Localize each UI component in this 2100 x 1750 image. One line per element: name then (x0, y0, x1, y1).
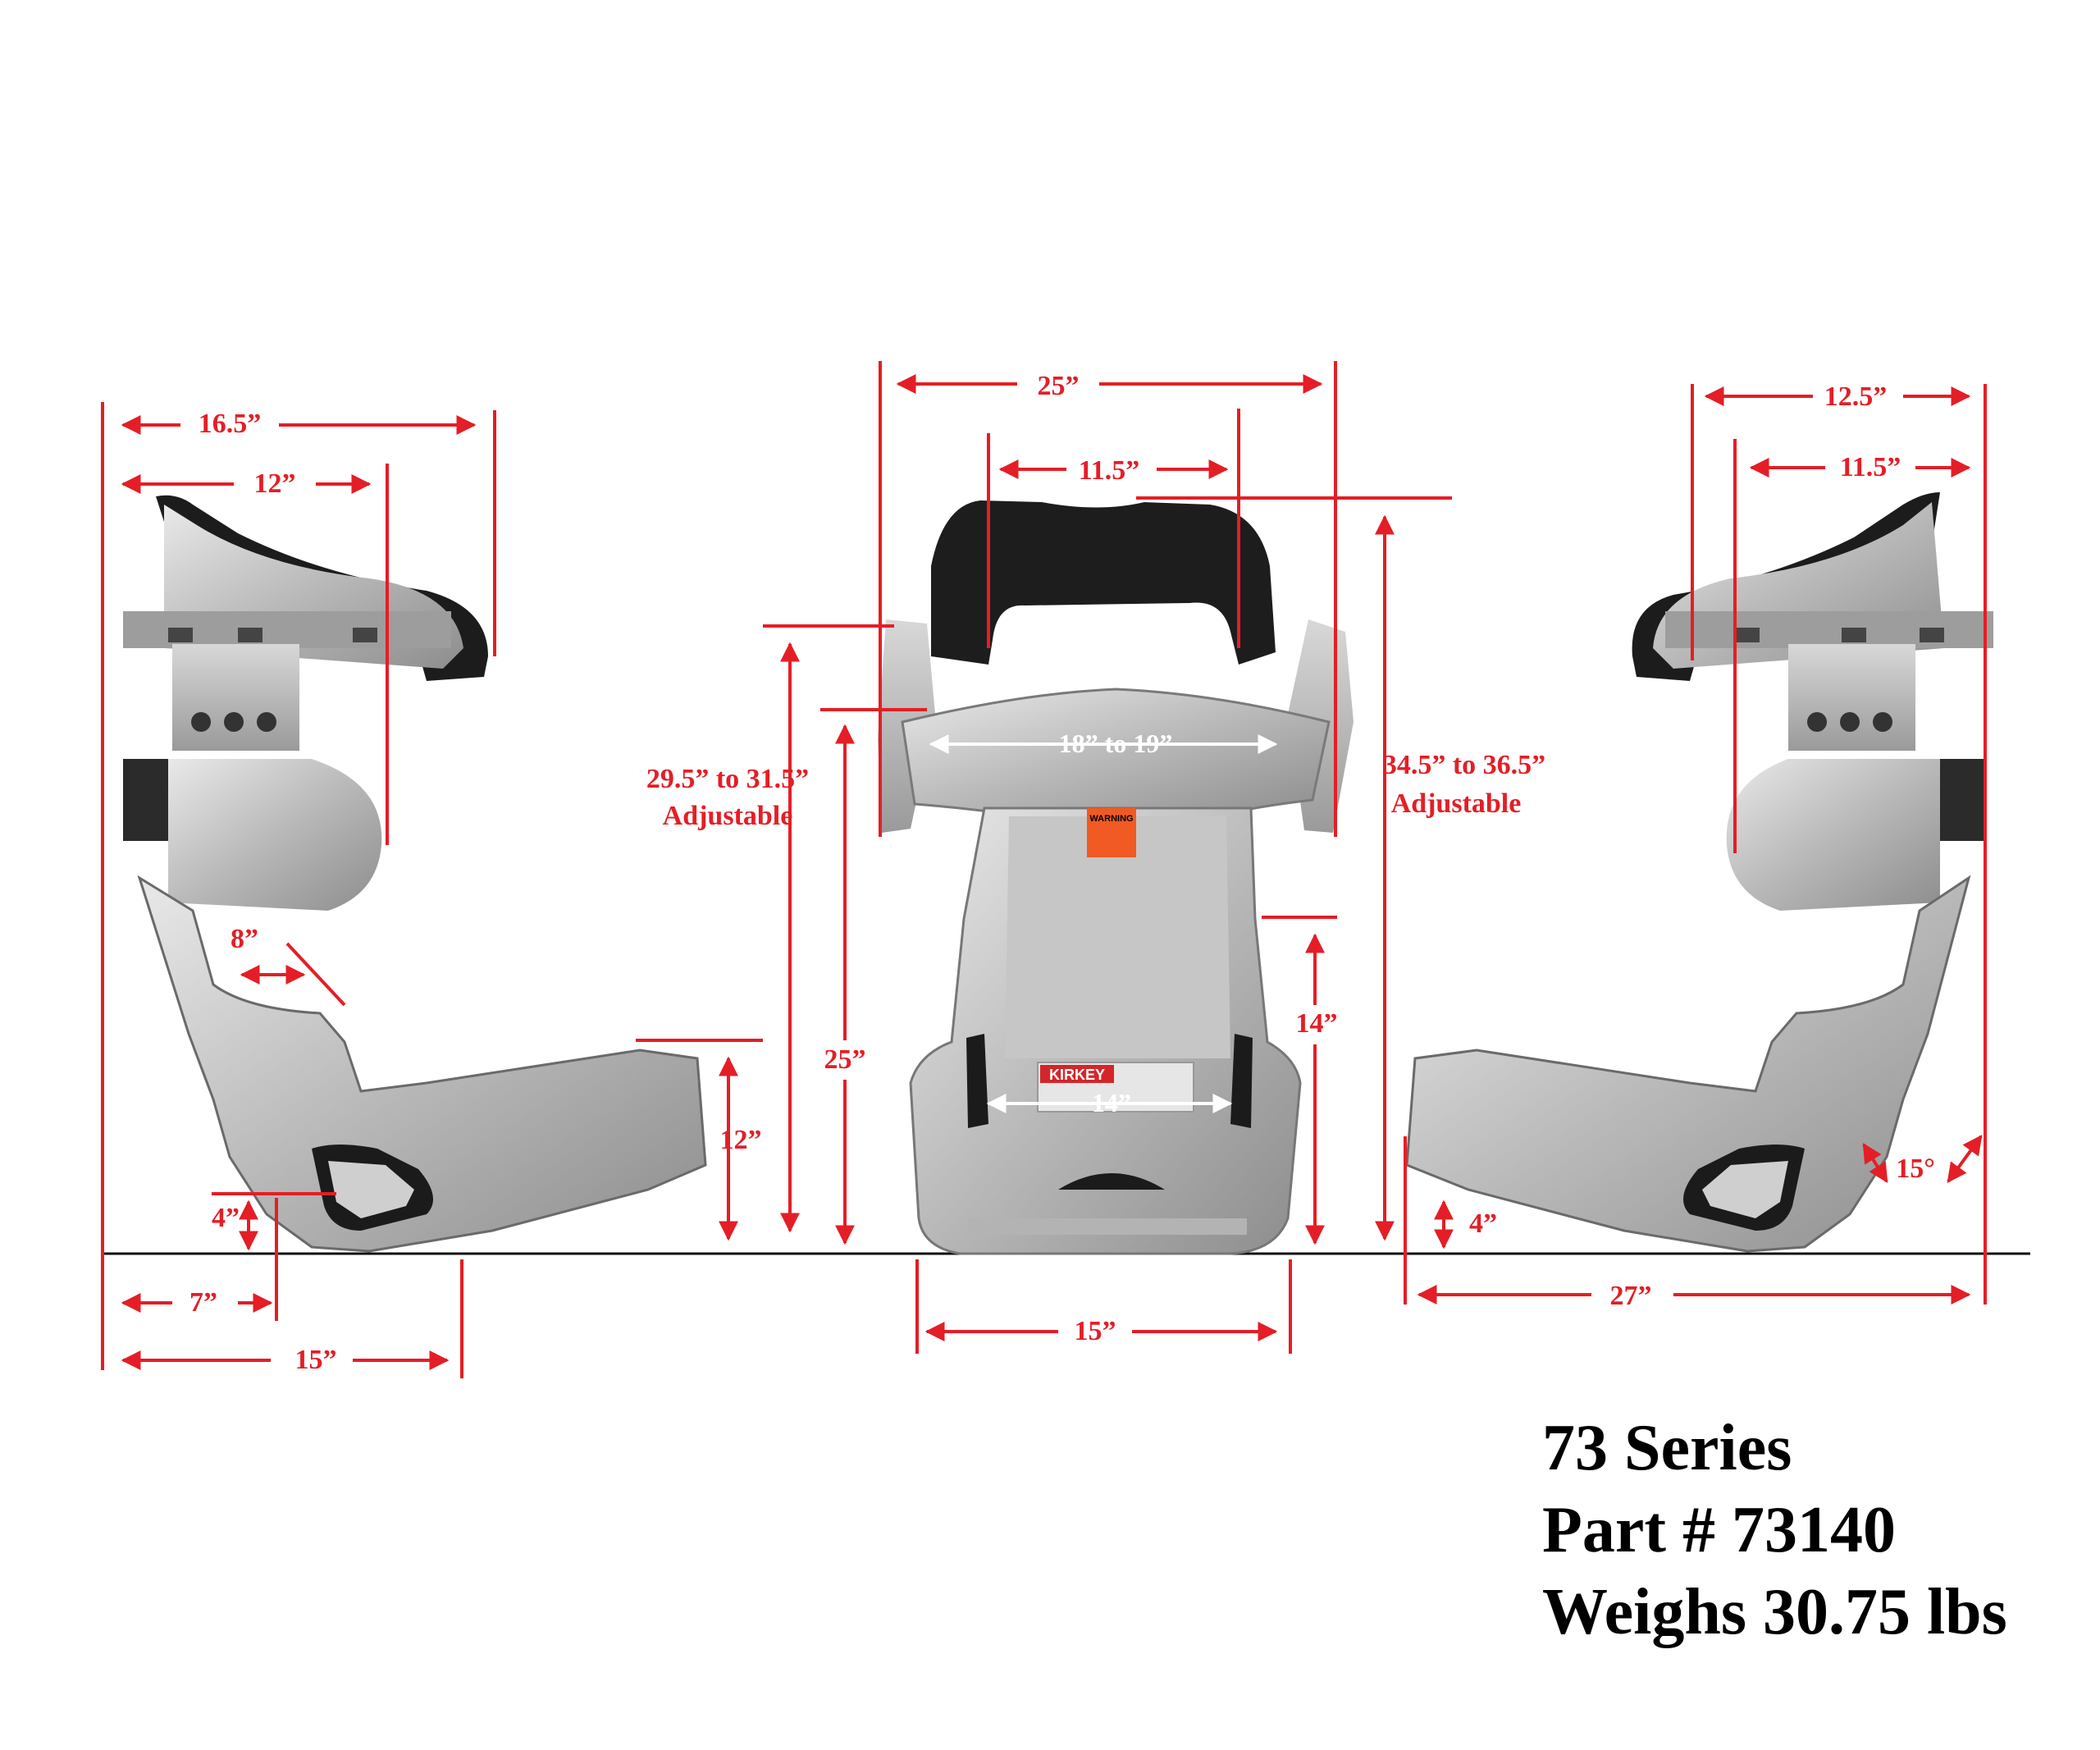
right-shoulder-support (1726, 759, 1940, 911)
right-recline-angle-label: 15° (1896, 1154, 1935, 1184)
front-side-height-label: 14” (1296, 1008, 1338, 1039)
left-side-seat (123, 495, 707, 1253)
front-warning-label (1087, 808, 1136, 857)
front-shoulder-height-label: 29.5” to 31.5” (646, 764, 809, 794)
front-back-height-label: 25” (824, 1044, 866, 1075)
front-warning-text: WARNING (1089, 814, 1133, 824)
front-shoulder-height-adjustable: Adjustable (663, 801, 793, 831)
right-lower-height-label: 4” (1469, 1209, 1497, 1239)
front-brand-text: KIRKEY (1049, 1067, 1105, 1083)
left-shoulder-support (168, 759, 382, 911)
left-head-width-label: 12” (254, 468, 296, 499)
right-top-width-label: 12.5” (1824, 382, 1888, 412)
part-number: Part # 73140 (1542, 1494, 1897, 1566)
left-top-width-label: 16.5” (199, 409, 262, 439)
left-dimensions: 16.5” 12” 8” 12” 4” 7” 15” (101, 402, 763, 1380)
front-base-width-label: 15” (1075, 1316, 1116, 1346)
front-top-height-adjustable: Adjustable (1391, 788, 1522, 819)
front-head-foam (931, 500, 1276, 665)
front-head-opening-label: 11.5” (1079, 455, 1140, 486)
front-seat: WARNING KIRKEY (878, 500, 1354, 1255)
left-bracket (172, 644, 299, 751)
front-overall-width-label: 25” (1038, 371, 1080, 401)
left-front-offset-label: 7” (189, 1287, 217, 1318)
right-seat-shell (1405, 875, 1971, 1253)
front-bottom-slot (1058, 1173, 1165, 1190)
left-seat-front-height-label: 12” (720, 1125, 762, 1155)
right-dimensions: 12.5” 11.5” 15° 4” 27” (1404, 377, 1987, 1315)
front-left-slot (966, 1034, 988, 1128)
right-bracket (1788, 644, 1915, 751)
right-overall-length-label: 27” (1610, 1281, 1652, 1311)
front-right-slot (1230, 1034, 1253, 1128)
weight-text: Weighs 30.75 lbs (1542, 1576, 2007, 1648)
front-dimensions: 25” 11.5” 18” to 19” 14” 29.5” to 31.5” … (646, 361, 1545, 1354)
front-top-height-label: 34.5” to 36.5” (1383, 750, 1545, 780)
front-shoulder-width-label: 18” to 19” (1059, 729, 1173, 758)
left-base-length-label: 15” (295, 1345, 337, 1375)
left-lower-height-label: 4” (212, 1203, 240, 1233)
front-seat-width-label: 14” (1092, 1088, 1131, 1117)
right-head-width-label: 11.5” (1840, 452, 1901, 482)
series-name: 73 Series (1542, 1412, 1792, 1484)
left-rib-offset-label: 8” (231, 924, 258, 954)
right-side-seat (1405, 492, 1993, 1253)
left-seat-shell (137, 875, 707, 1253)
